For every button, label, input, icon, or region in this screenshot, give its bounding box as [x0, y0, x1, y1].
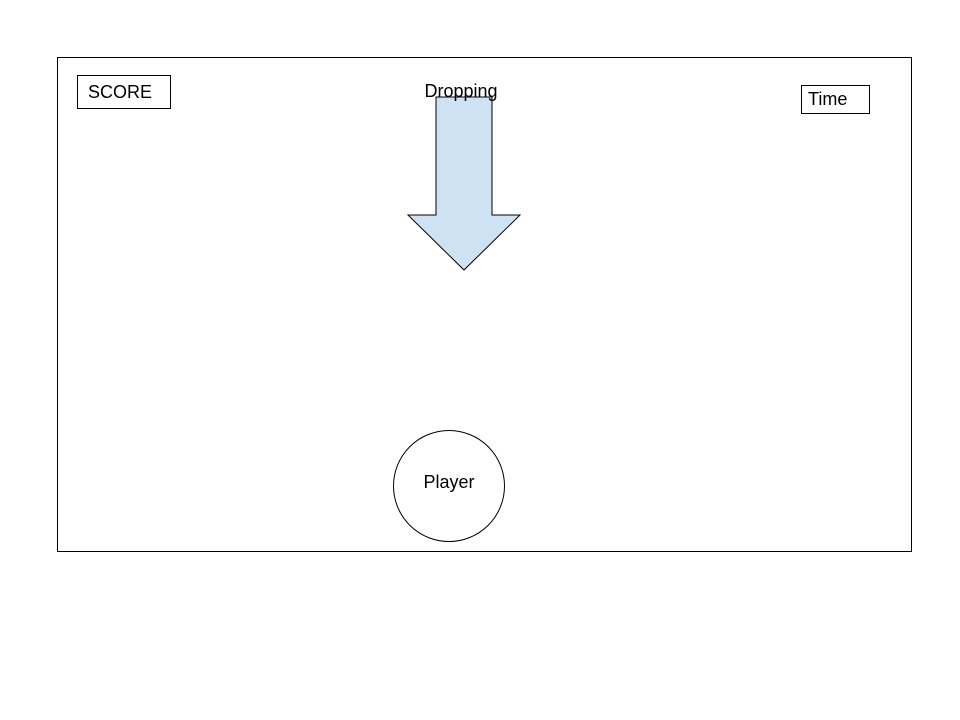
score-display: SCORE: [77, 75, 171, 109]
dropping-label: Dropping: [424, 81, 498, 101]
player-label: Player: [423, 471, 475, 492]
player-circle: Player: [393, 430, 505, 542]
time-label: Time: [808, 89, 848, 109]
time-display: Time: [801, 85, 870, 114]
score-label: SCORE: [88, 82, 153, 102]
